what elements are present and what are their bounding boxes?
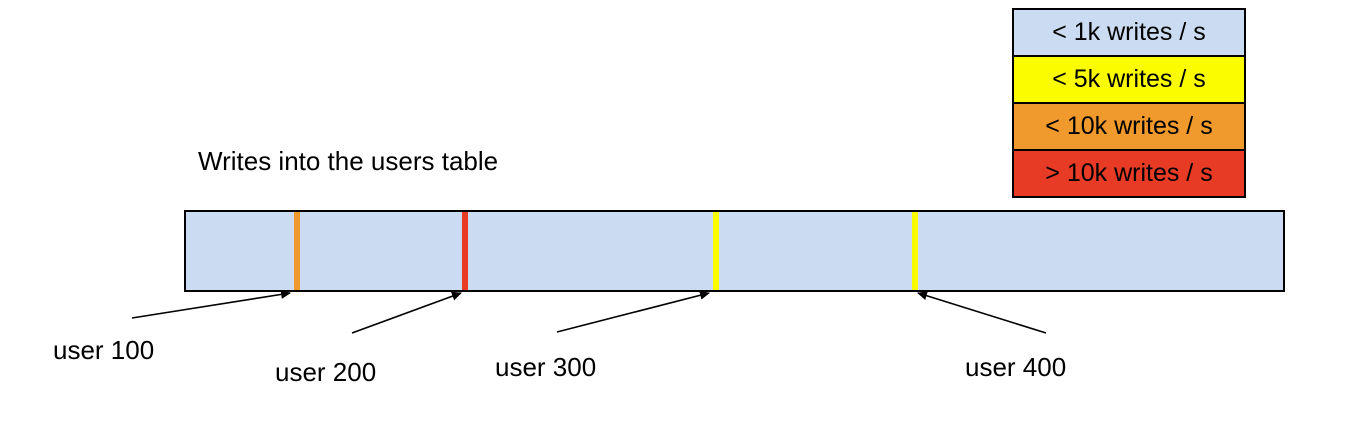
diagram-title: Writes into the users table [198,146,499,176]
legend-item-gt-10k: > 10k writes / s [1014,149,1244,196]
legend-item-label: < 1k writes / s [1052,18,1206,46]
legend-item-label: < 10k writes / s [1045,112,1213,140]
arrow-user-400 [917,291,1047,334]
hotspot-marker-user-200 [462,212,469,290]
legend-item-label: < 5k writes / s [1052,65,1206,93]
legend: < 1k writes / s < 5k writes / s < 10k wr… [1012,8,1246,198]
arrow-user-300 [556,290,710,333]
hotspot-marker-user-100 [293,212,300,290]
legend-item-lt-10k: < 10k writes / s [1014,102,1244,149]
arrow-user-100 [131,289,291,319]
hotspot-marker-user-300 [712,212,719,290]
users-table-bar [184,210,1285,292]
label-user-100: user 100 [53,335,155,365]
legend-item-lt-1k: < 1k writes / s [1014,10,1244,55]
arrow-user-200 [351,291,462,334]
legend-item-label: > 10k writes / s [1045,159,1213,187]
label-user-200: user 200 [275,357,377,387]
label-user-400: user 400 [965,352,1067,382]
hotspot-marker-user-400 [912,212,919,290]
legend-item-lt-5k: < 5k writes / s [1014,55,1244,102]
label-user-300: user 300 [495,352,597,382]
